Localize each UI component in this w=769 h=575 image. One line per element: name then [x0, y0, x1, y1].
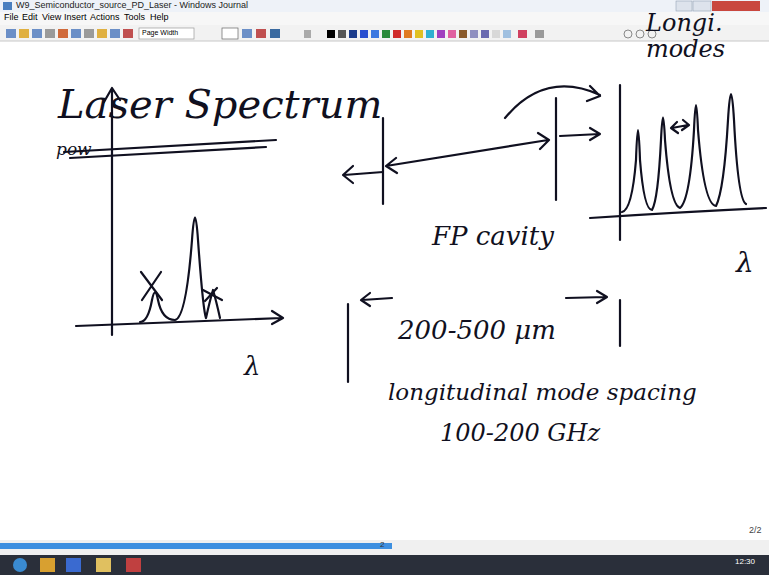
cavity-label: FP cavity	[432, 222, 554, 251]
cross-mark	[141, 272, 162, 300]
menu-item: File	[4, 13, 19, 23]
page-number: 2	[380, 541, 384, 550]
axis-label: λ	[736, 248, 754, 279]
length-arrow	[566, 291, 607, 303]
zoom-select: Page Width	[142, 29, 178, 37]
menu-item: Insert	[64, 13, 87, 23]
page-heading: Laser Spectrum	[58, 82, 382, 126]
spacing-note: longitudinal mode spacing	[388, 380, 697, 405]
mirror	[555, 98, 557, 200]
handwriting	[64, 85, 766, 382]
mode-spacing-arrow	[671, 120, 689, 133]
axis-label: pow	[56, 140, 92, 159]
title-underline	[64, 140, 276, 152]
window-title: W9_Semiconductor_source_PD_Laser - Windo…	[16, 1, 248, 11]
taskbar	[0, 555, 769, 575]
output-arrow	[560, 128, 600, 140]
clock-time: 12:30	[735, 558, 755, 567]
menu-item: Tools	[124, 13, 145, 23]
menu-item: Actions	[90, 13, 120, 23]
length-dimension: 200-500 μm	[398, 316, 556, 345]
wavelength-axis	[76, 311, 283, 326]
curved-arrow	[505, 86, 600, 118]
page-counter: 2/2	[749, 526, 762, 536]
longitudinal-mode-peaks	[622, 94, 746, 212]
app-icon	[3, 2, 12, 10]
length-bar	[347, 304, 349, 382]
spacing-value: 100-200 GHz	[440, 420, 600, 446]
toolbar-icons	[6, 28, 656, 39]
length-bar	[619, 300, 621, 346]
spectrum-axis	[590, 208, 766, 218]
output-arrow	[343, 166, 383, 183]
length-arrow	[361, 293, 392, 306]
taskbar-icons	[13, 558, 141, 572]
cavity-double-arrow	[386, 133, 549, 173]
spectrum-peaks	[140, 218, 220, 323]
menu-item: Help	[150, 13, 169, 23]
scroll-progress	[0, 543, 392, 549]
axis-label: λ	[244, 352, 260, 381]
title-underline	[70, 147, 266, 158]
cross-mark	[203, 288, 222, 301]
menu-item: View	[42, 13, 61, 23]
mode-label: Longi. modes	[646, 10, 766, 63]
menu-item: Edit	[22, 13, 38, 23]
status-strip	[0, 540, 769, 555]
mirror	[382, 118, 384, 204]
